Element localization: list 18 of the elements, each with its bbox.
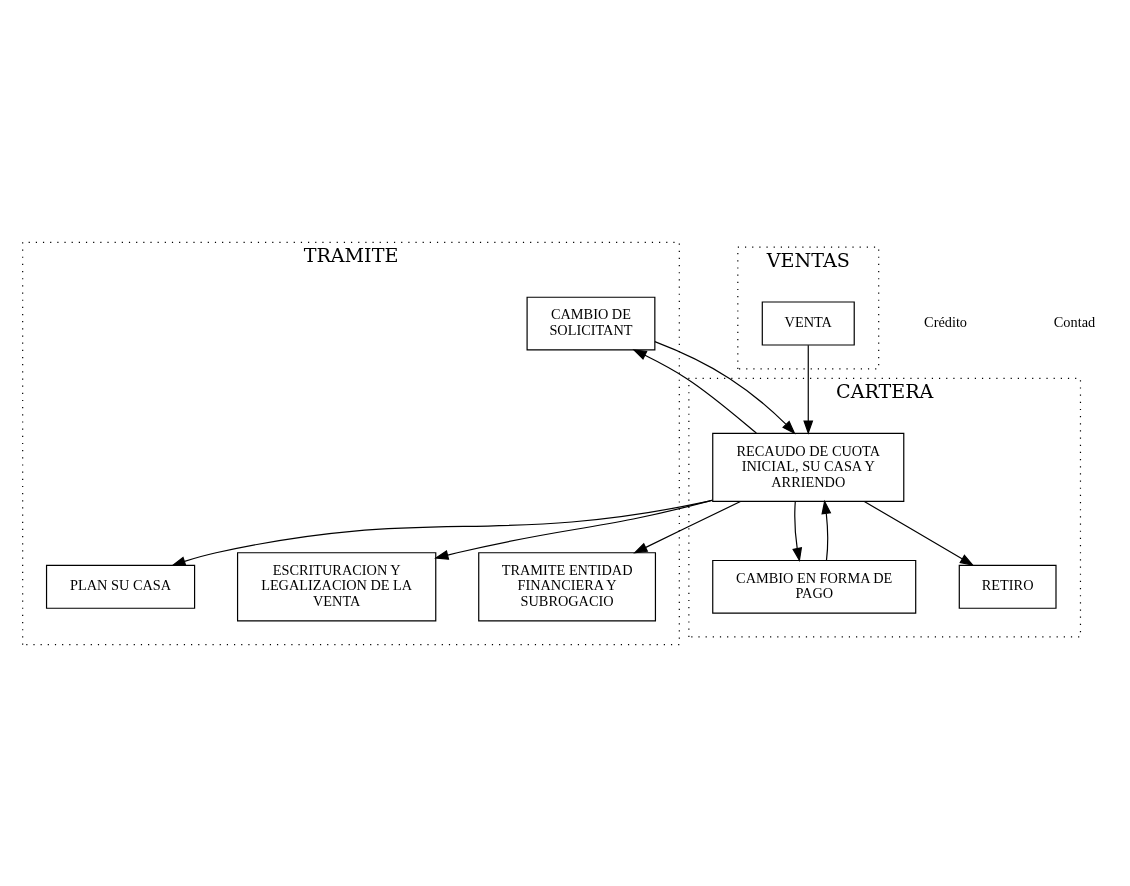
arrow — [171, 499, 713, 566]
node-box: CAMBIO EN FORMA DE PAGO — [712, 559, 917, 614]
arrow — [821, 499, 832, 561]
arrow — [654, 340, 796, 434]
arrow — [792, 500, 803, 562]
label: Contad — [1053, 313, 1096, 330]
node-box: VENTA — [761, 300, 855, 346]
arrow — [863, 500, 975, 566]
label: Crédito — [924, 313, 968, 330]
node-box: ESCRITURACION Y LEGALIZACION DE LA VENTA — [236, 551, 437, 621]
node-box: TRAMITE ENTIDAD FINANCIERA Y SUBROGACIO — [478, 551, 657, 621]
node-box: RETIRO — [958, 564, 1057, 609]
node-box: CAMBIO DE SOLICITANT — [526, 296, 656, 350]
node-box: RECAUDO DE CUOTA INICIAL, SU CASA Y ARRIENDO — [712, 432, 905, 502]
arrow — [633, 500, 742, 553]
node-box: PLAN SU CASA — [45, 564, 196, 609]
arrow — [632, 348, 758, 434]
arrow — [803, 344, 814, 435]
